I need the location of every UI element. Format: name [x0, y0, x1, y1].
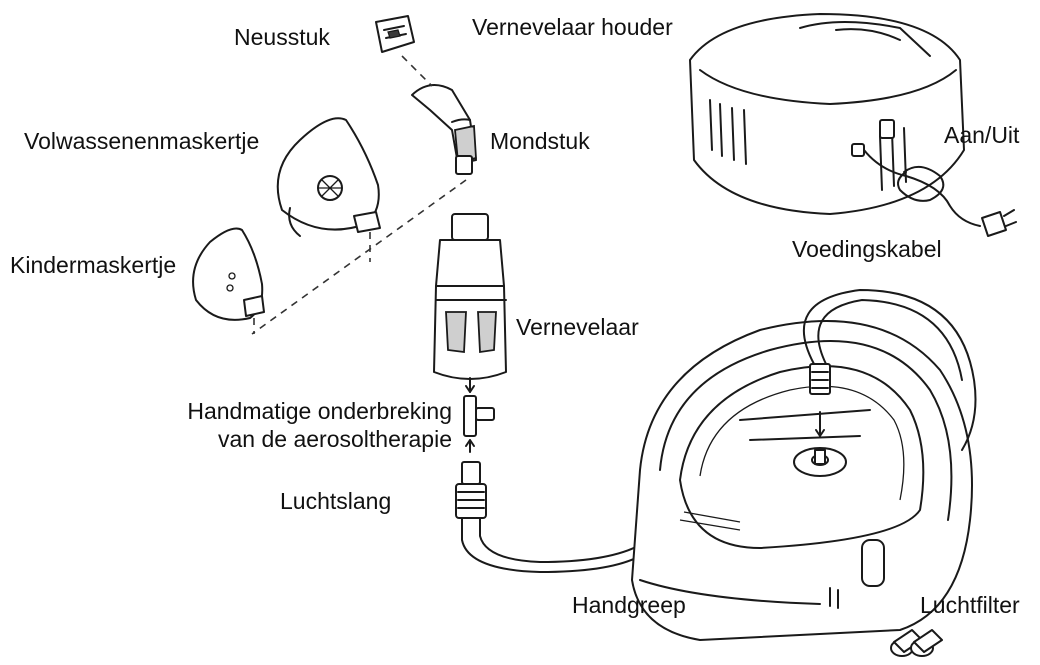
label-handgreep: Handgreep [572, 592, 686, 618]
label-onderbreking-line1: Handmatige onderbreking [187, 398, 452, 424]
assembly-guide-lines [251, 55, 467, 335]
label-neusstuk: Neusstuk [234, 24, 330, 50]
t-piece-drawing [463, 395, 495, 453]
label-kindermaskertje: Kindermaskertje [10, 252, 177, 278]
label-mondstuk: Mondstuk [490, 128, 590, 154]
label-volwassenenmaskertje: Volwassenenmaskertje [24, 128, 260, 154]
nosepiece-drawing [375, 15, 415, 53]
label-luchtfilter: Luchtfilter [920, 592, 1020, 618]
child-mask-drawing [192, 227, 265, 321]
compressor-unit-drawing [631, 289, 977, 641]
label-voedingskabel: Voedingskabel [792, 236, 942, 262]
label-vernevelaar-houder: Vernevelaar houder [472, 14, 673, 40]
adult-mask-drawing [276, 117, 381, 237]
nebulizer-holder-drawing [689, 13, 1017, 237]
label-aan-uit: Aan/Uit [944, 122, 1020, 148]
label-vernevelaar: Vernevelaar [516, 314, 639, 340]
nebulizer-cup-drawing [433, 213, 507, 393]
label-luchtslang: Luchtslang [280, 488, 392, 514]
air-filter-drawing [890, 629, 943, 657]
air-tube-drawing [455, 461, 641, 573]
label-onderbreking-line2: van de aerosoltherapie [218, 426, 452, 452]
mouthpiece-drawing [411, 84, 477, 175]
